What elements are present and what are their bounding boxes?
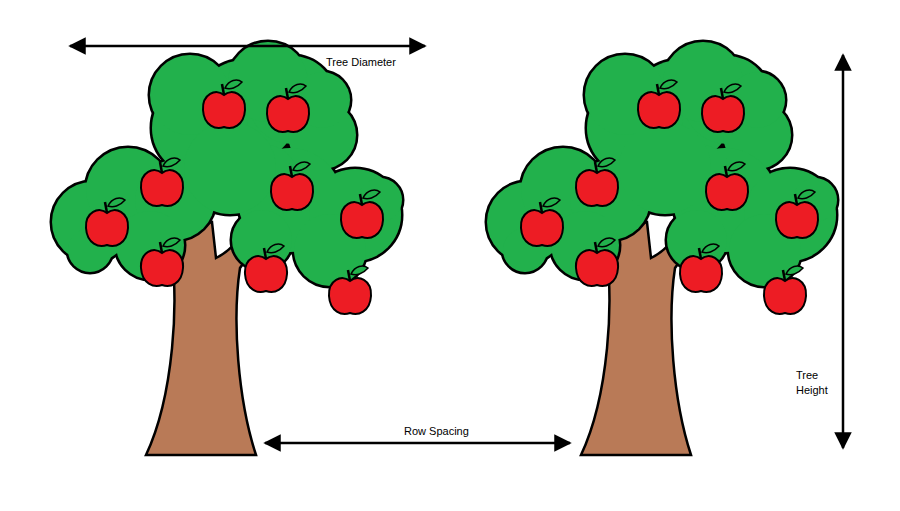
apple-leaf: [225, 80, 242, 89]
apple-leaf: [163, 238, 180, 247]
apple-body: [702, 96, 744, 132]
apple-stem: [105, 202, 107, 213]
apple-body: [776, 202, 818, 238]
apple-stem: [290, 166, 292, 177]
apple-body: [341, 202, 383, 238]
apple-leaf: [724, 84, 741, 93]
tree-foliage: [52, 42, 402, 286]
apple-leaf: [702, 244, 719, 253]
apple-stem: [795, 194, 797, 205]
apple: [267, 84, 309, 132]
apple: [776, 190, 818, 238]
apple-stem: [286, 88, 288, 99]
apple-leaf: [543, 198, 560, 207]
apple-stem: [264, 248, 266, 259]
apple-body: [706, 174, 748, 210]
apple-body: [141, 250, 183, 286]
apple: [271, 162, 313, 210]
foliage-outline: [184, 122, 276, 214]
apple-body: [203, 92, 245, 128]
apple-leaf: [289, 84, 306, 93]
apple-body: [141, 170, 183, 206]
apple-stem: [721, 88, 723, 99]
apple: [245, 244, 287, 292]
apple: [576, 238, 618, 286]
apple-body: [638, 92, 680, 128]
apple-stem: [699, 248, 701, 259]
apple-stem: [595, 162, 597, 173]
height-arrow: [842, 55, 845, 448]
row-spacing-arrow: [265, 442, 570, 445]
apple-stem: [725, 166, 727, 177]
apple-stem: [360, 194, 362, 205]
apple-leaf: [351, 266, 368, 275]
apple-stem: [348, 270, 350, 281]
apple: [341, 190, 383, 238]
apple: [706, 162, 748, 210]
apple-body: [680, 256, 722, 292]
dimension-label: Row Spacing: [404, 424, 469, 439]
apple-stem: [222, 84, 224, 95]
apple: [576, 158, 618, 206]
apple-body: [576, 170, 618, 206]
apple: [521, 198, 563, 246]
tree-foliage: [487, 42, 837, 286]
apple-leaf: [728, 162, 745, 171]
dimension-label: Tree Height: [796, 368, 836, 398]
foliage-fill: [619, 122, 711, 214]
apple-leaf: [598, 238, 615, 247]
apple-leaf: [660, 80, 677, 89]
apple-body: [329, 278, 371, 314]
apple-stem: [657, 84, 659, 95]
apple-leaf: [163, 158, 180, 167]
apple: [329, 266, 371, 314]
apple-leaf: [798, 190, 815, 199]
apple-leaf: [293, 162, 310, 171]
apple-body: [271, 174, 313, 210]
apple-leaf: [267, 244, 284, 253]
apple-stem: [160, 242, 162, 253]
apple-leaf: [363, 190, 380, 199]
apple-leaf: [108, 198, 125, 207]
apple-tree: [52, 42, 402, 455]
apple: [141, 238, 183, 286]
apple-stem: [540, 202, 542, 213]
apple-stem: [595, 242, 597, 253]
diameter-arrow: [70, 45, 425, 48]
apple: [203, 80, 245, 128]
foliage-fill: [184, 122, 276, 214]
dimension-label: Tree Diameter: [326, 55, 396, 70]
apple-body: [521, 210, 563, 246]
apple: [638, 80, 680, 128]
apple: [702, 84, 744, 132]
apple-body: [245, 256, 287, 292]
apple: [764, 266, 806, 314]
apple: [680, 244, 722, 292]
apple-body: [764, 278, 806, 314]
apple-body: [576, 250, 618, 286]
apple-leaf: [598, 158, 615, 167]
apple: [141, 158, 183, 206]
apple-stem: [783, 270, 785, 281]
apple-tree: [487, 42, 837, 455]
apple-body: [86, 210, 128, 246]
apple: [86, 198, 128, 246]
foliage-outline: [619, 122, 711, 214]
apple-body: [267, 96, 309, 132]
apple-leaf: [786, 266, 803, 275]
apple-stem: [160, 162, 162, 173]
